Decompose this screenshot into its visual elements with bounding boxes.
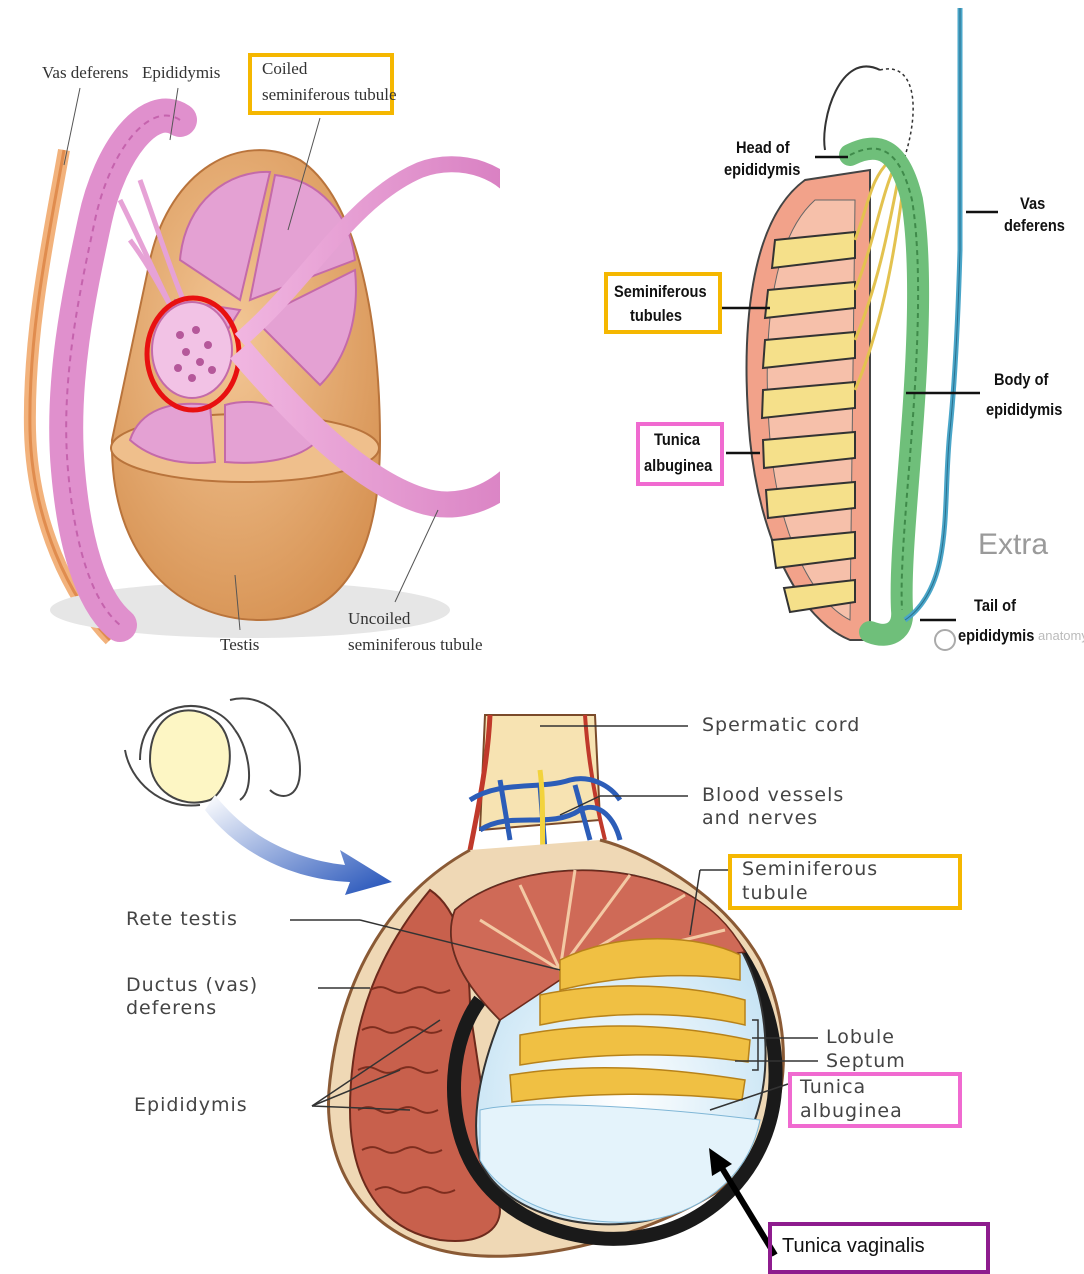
label-head-line2: epididymis: [724, 160, 800, 180]
label-seminiferous-line2: tubules: [630, 306, 682, 326]
label-uncoiled-line2: seminiferous tubule: [348, 634, 483, 655]
epididymis-sideview-illustration: [600, 0, 1084, 670]
label-vas: Vas: [1020, 194, 1045, 214]
panel-testis-cutaway: Vas deferens Epididymis Coiled seminifer…: [0, 0, 500, 670]
label-spermatic-cord: Spermatic cord: [702, 714, 860, 737]
label-tunica-albuginea-line2: albuginea: [800, 1100, 903, 1123]
copyright-icon: [935, 630, 955, 650]
label-blood-vessels: Blood vessels: [702, 784, 844, 807]
blue-pointer-arrow: [205, 795, 392, 895]
label-tail: Tail of: [974, 596, 1016, 616]
label-epididymis: Epididymis: [142, 62, 220, 83]
label-uncoiled: Uncoiled: [348, 608, 410, 629]
label-vas-line2: deferens: [1004, 216, 1065, 236]
label-body-line2: epididymis: [986, 400, 1062, 420]
watermark-text: anatomy: [1038, 628, 1084, 643]
rete-testis-network: [152, 302, 232, 398]
label-extra: Extra: [978, 528, 1048, 562]
label-rete-testis: Rete testis: [126, 908, 238, 931]
label-ductus: Ductus (vas): [126, 974, 258, 997]
label-epididymis: Epididymis: [134, 1094, 248, 1117]
label-ductus-line2: deferens: [126, 997, 217, 1020]
label-seminiferous: Seminiferous: [614, 282, 707, 302]
label-blood-vessels-line2: and nerves: [702, 807, 818, 830]
label-tail-line2: epididymis: [958, 626, 1034, 646]
label-tunica-line2: albuginea: [644, 456, 712, 476]
label-septum: Septum: [826, 1050, 906, 1073]
label-tunica-vaginalis: Tunica vaginalis: [782, 1235, 925, 1258]
label-tunica: Tunica: [654, 430, 700, 450]
label-coiled-line2: seminiferous tubule: [262, 84, 397, 105]
label-coiled: Coiled: [262, 58, 307, 79]
label-head: Head of: [736, 138, 790, 158]
label-body: Body of: [994, 370, 1048, 390]
label-tunica-albuginea: Tunica: [800, 1076, 866, 1099]
panel-sagittal-section: Spermatic cord Blood vessels and nerves …: [0, 690, 1084, 1274]
panel-epididymis-sideview: Head of epididymis Vas deferens Seminife…: [600, 0, 1084, 670]
label-seminiferous-tubule: Seminiferous: [742, 858, 878, 881]
label-seminiferous-tubule-line2: tubule: [742, 882, 809, 905]
label-vas-deferens: Vas deferens: [42, 62, 128, 83]
label-lobule: Lobule: [826, 1026, 895, 1049]
label-testis: Testis: [220, 634, 259, 655]
inset-sketch: [125, 698, 300, 805]
